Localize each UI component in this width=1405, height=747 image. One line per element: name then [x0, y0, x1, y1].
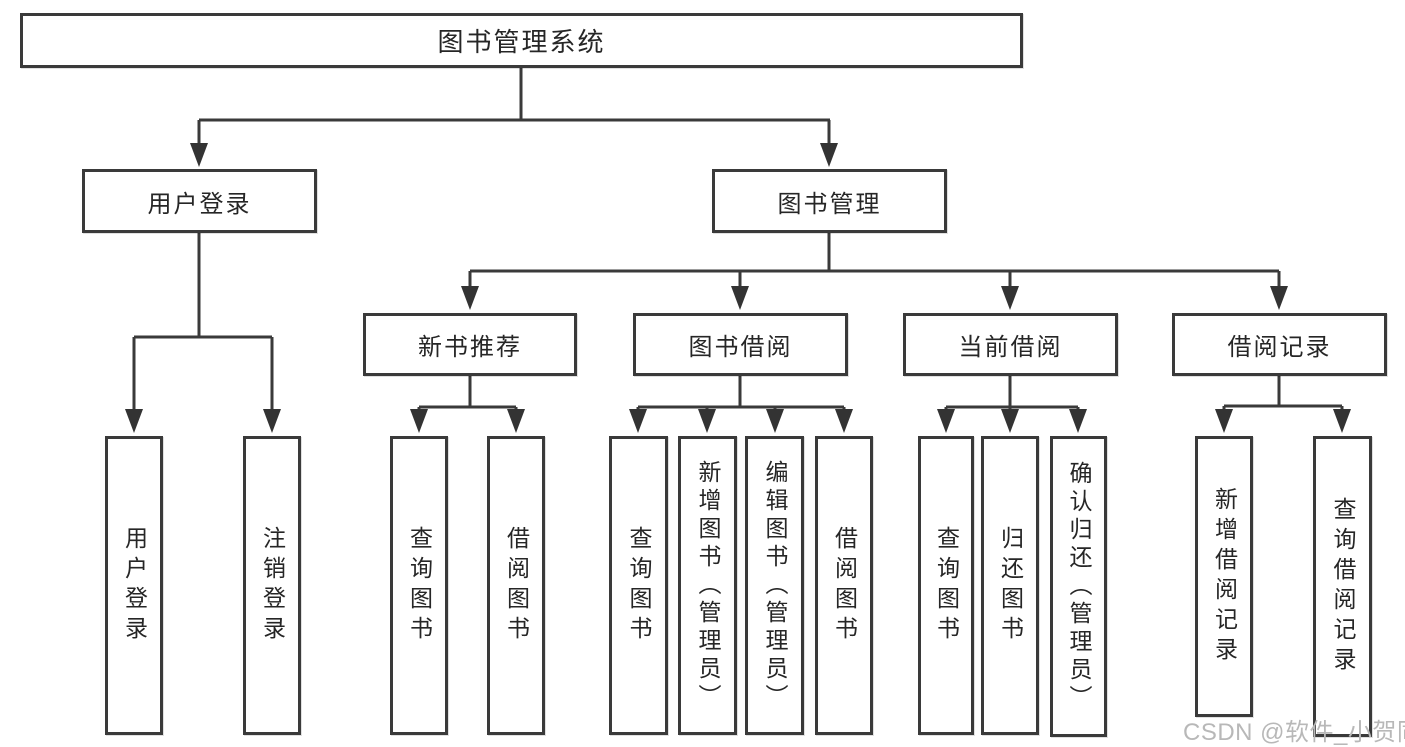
- node-book-management-branch: 图书管理: [712, 169, 947, 233]
- leaf-query-borrow-record: 查询借阅记录: [1313, 436, 1372, 737]
- node-user-login-branch: 用户登录: [82, 169, 317, 233]
- leaf-return-book: 归还图书: [981, 436, 1039, 735]
- leaf-confirm-return-admin: 确认归还（管理员）: [1050, 436, 1107, 737]
- node-current-borrowing: 当前借阅: [903, 313, 1118, 376]
- leaf-query-book-borrowing: 查询图书: [609, 436, 668, 735]
- leaf-borrow-book-recommend: 借阅图书: [487, 436, 545, 735]
- leaf-edit-book-admin: 编辑图书（管理员）: [745, 436, 804, 735]
- leaf-borrow-book: 借阅图书: [815, 436, 873, 735]
- node-library-management-system: 图书管理系统: [20, 13, 1023, 68]
- leaf-add-borrow-record: 新增借阅记录: [1195, 436, 1253, 717]
- watermark: CSDN @软件_小贺同学: [1183, 719, 1405, 746]
- leaf-query-book-recommend: 查询图书: [390, 436, 448, 735]
- leaf-add-book-admin: 新增图书（管理员）: [678, 436, 737, 735]
- node-new-book-recommendation: 新书推荐: [363, 313, 577, 376]
- leaf-query-book-current: 查询图书: [918, 436, 974, 735]
- leaf-user-login: 用户登录: [105, 436, 163, 735]
- node-borrowing-records: 借阅记录: [1172, 313, 1387, 376]
- leaf-logout: 注销登录: [243, 436, 301, 735]
- node-book-borrowing: 图书借阅: [633, 313, 848, 376]
